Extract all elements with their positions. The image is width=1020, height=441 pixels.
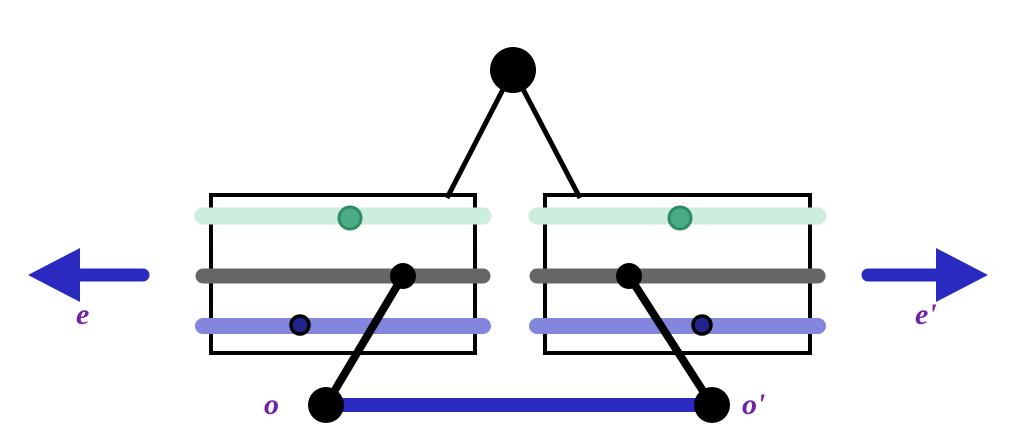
left-green-marker [337, 205, 363, 231]
left-navy-marker [289, 314, 311, 336]
right-arrow-head [936, 248, 988, 302]
label-right-arrow: e' [915, 298, 937, 331]
edge-apex-to-left-box [444, 68, 516, 200]
bottom-right-node [694, 387, 730, 423]
right-green-marker [667, 205, 693, 231]
label-left-node: o [264, 388, 279, 421]
edge-right-diagonal [625, 273, 716, 408]
left-arrow-head [28, 248, 80, 302]
right-arrow [861, 248, 988, 302]
label-left-arrow: e [76, 298, 90, 331]
left-gray-band-node [390, 263, 416, 289]
right-navy-marker [691, 314, 713, 336]
edge-left-diagonal [322, 273, 407, 408]
apex-node [490, 47, 536, 93]
bottom-node-group [308, 387, 730, 423]
edge-apex-to-right-box [510, 68, 583, 200]
apex-edge-group [444, 68, 583, 200]
diagonal-edge-group [322, 273, 716, 408]
right-gray-band-node [616, 263, 642, 289]
label-right-node: o' [742, 388, 766, 421]
marker-group [289, 205, 713, 336]
bottom-left-node [308, 387, 344, 423]
left-arrow [28, 248, 150, 302]
